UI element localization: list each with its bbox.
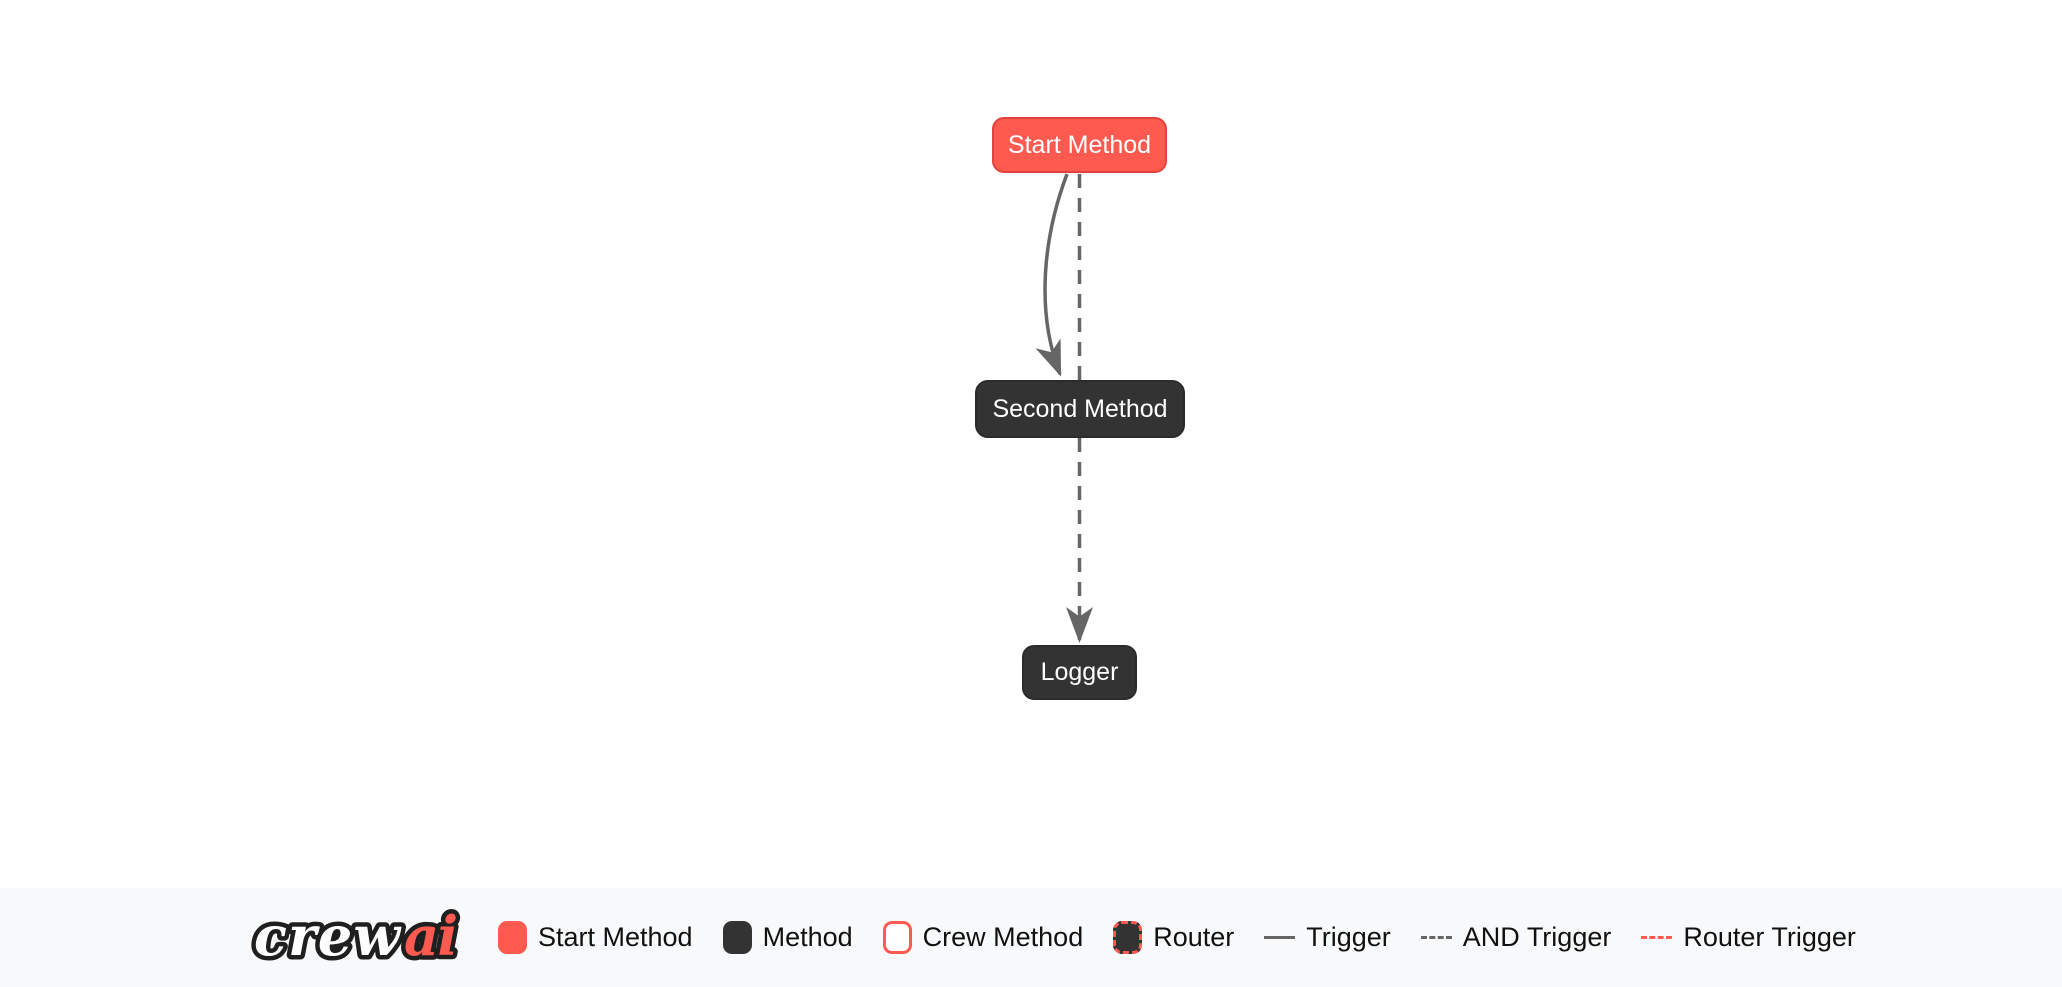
legend-item-label: Crew Method — [922, 922, 1084, 952]
crewai-logo: crew ai — [250, 899, 464, 973]
legend-item-router-trigger: Router Trigger — [1641, 922, 1856, 953]
and-trigger-line-icon — [1420, 936, 1452, 939]
legend-item-label: Trigger — [1306, 922, 1391, 952]
node-second-method[interactable]: Second Method — [975, 380, 1185, 438]
trigger-line-icon — [1264, 936, 1296, 939]
legend-item-crew-method: Crew Method — [882, 921, 1084, 954]
legend-item-and-trigger: AND Trigger — [1420, 922, 1612, 953]
legend-item-start-method: Start Method — [498, 921, 693, 954]
edge-trigger-curved — [1035, 173, 1069, 377]
legend-item-label: Router — [1153, 922, 1235, 952]
router-swatch-icon — [1113, 921, 1143, 954]
node-start-method[interactable]: Start Method — [992, 117, 1167, 173]
node-logger[interactable]: Logger — [1022, 645, 1137, 700]
crew-method-swatch-icon — [882, 921, 912, 954]
start-method-swatch-icon — [498, 921, 527, 954]
legend-bar: crew ai Start Method Method Crew Method … — [0, 888, 2062, 987]
legend-item-label: Start Method — [538, 922, 693, 952]
crewai-logo-ai: ai — [404, 904, 458, 968]
method-swatch-icon — [722, 921, 752, 954]
router-trigger-line-icon — [1641, 936, 1673, 939]
legend-item-label: AND Trigger — [1462, 922, 1612, 952]
legend-item-router: Router — [1113, 921, 1234, 954]
crewai-logo-crew: crew — [254, 904, 403, 968]
legend-item-label: Router Trigger — [1683, 922, 1856, 952]
legend-item-label: Method — [762, 922, 853, 952]
legend-item-method: Method — [722, 921, 853, 954]
flow-canvas[interactable]: Start Method Second Method Logger — [0, 0, 2062, 888]
legend-item-trigger: Trigger — [1264, 922, 1391, 953]
edges-layer — [1035, 173, 1093, 643]
